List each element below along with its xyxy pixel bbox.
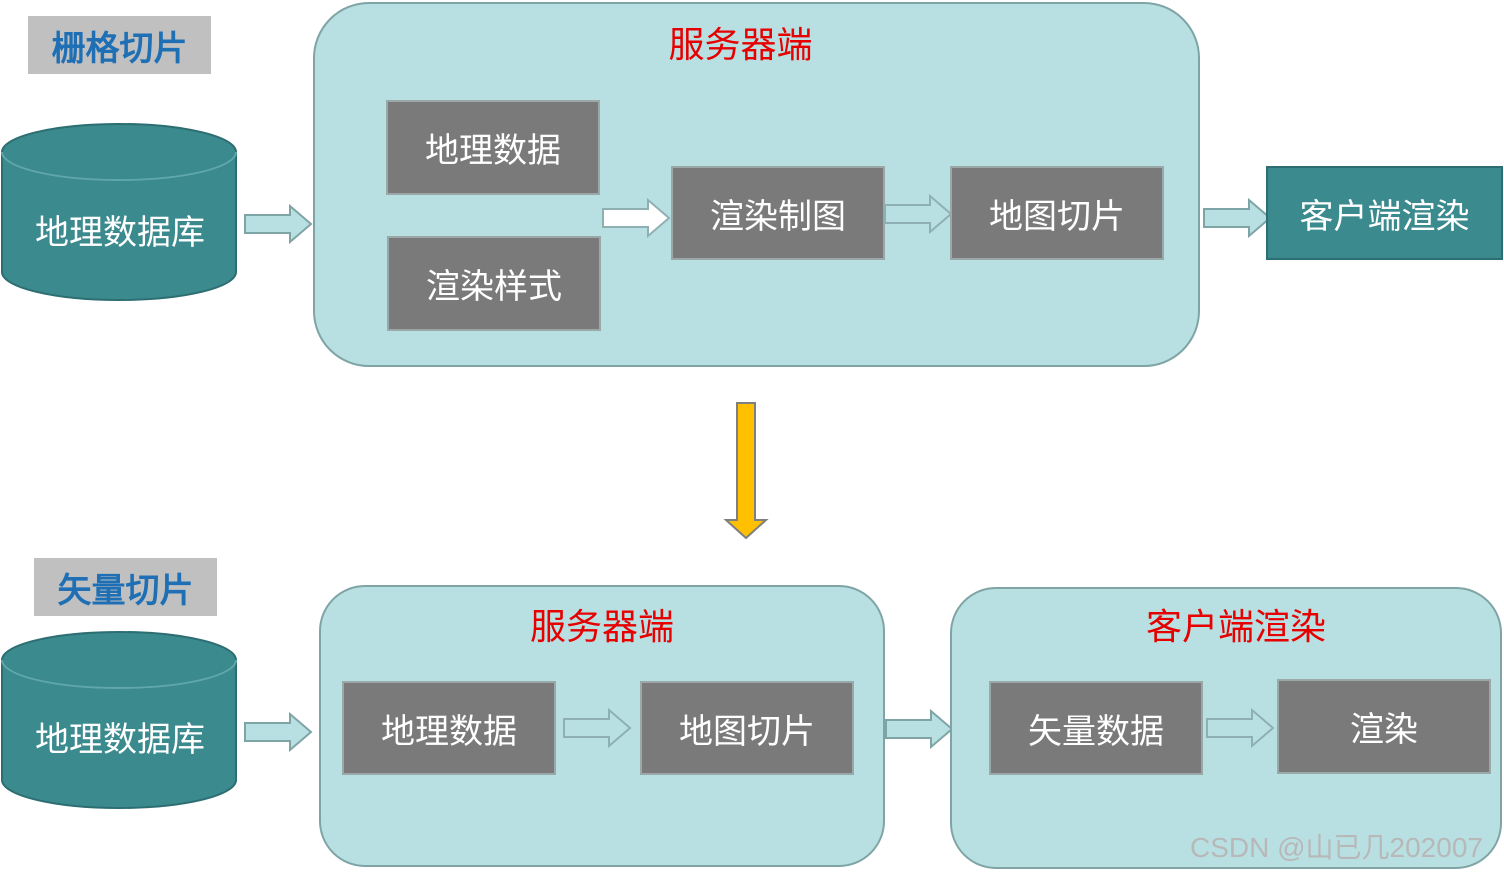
arrow-right-icon [884, 193, 953, 235]
server-panel-title: 服务器端 [529, 607, 674, 648]
map-tiles-box: 地图切片 [950, 166, 1164, 260]
arrow-right-icon [1203, 197, 1272, 239]
watermark: CSDN @山已几202007 [1190, 832, 1483, 863]
render-box: 渲染 [1277, 679, 1491, 774]
geo-data-box: 地理数据 [386, 100, 600, 195]
vector-tiles-tag: 矢量切片 [34, 558, 217, 616]
raster-tiles-tag: 栅格切片 [28, 16, 211, 74]
arrow-right-icon [244, 711, 313, 753]
database-cylinder-icon [1, 123, 237, 301]
database-label: 地理数据库 [35, 719, 205, 760]
arrow-right-icon [602, 197, 671, 239]
client-render-box: 客户端渲染 [1266, 166, 1503, 260]
arrow-right-icon [244, 203, 313, 245]
server-panel-title: 服务器端 [668, 25, 813, 66]
arrow-right-icon [1206, 707, 1275, 749]
database-label: 地理数据库 [35, 212, 205, 253]
database-cylinder-icon [1, 631, 237, 809]
geo-data-box: 地理数据 [342, 681, 556, 775]
map-tiles-box: 地图切片 [640, 681, 854, 775]
arrow-down-icon [723, 402, 769, 540]
arrow-right-icon [563, 707, 632, 749]
vector-data-box: 矢量数据 [989, 681, 1203, 775]
render-style-box: 渲染样式 [387, 236, 601, 331]
client-panel-title: 客户端渲染 [1145, 607, 1326, 648]
arrow-right-icon [885, 708, 954, 750]
render-map-box: 渲染制图 [671, 166, 885, 260]
